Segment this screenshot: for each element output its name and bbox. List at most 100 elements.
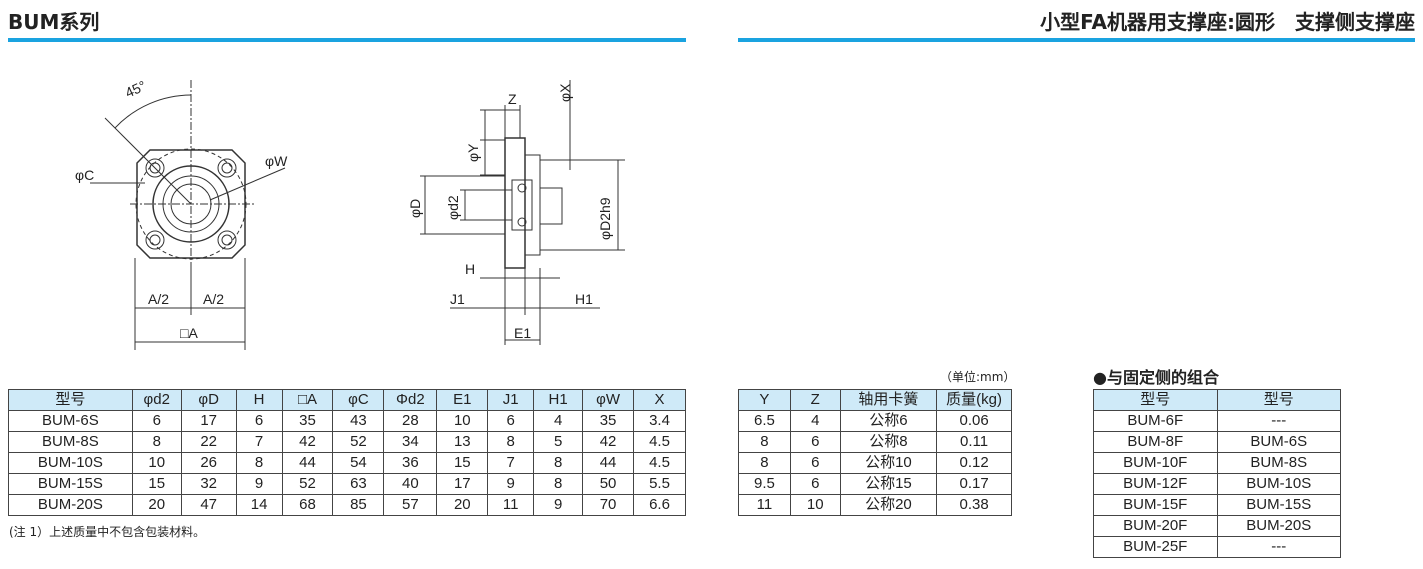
table-cell: BUM-20S xyxy=(1216,515,1341,537)
table-cell: 42 xyxy=(281,431,334,453)
phi-d-label: φD xyxy=(407,199,423,218)
table-cell: 9.5 xyxy=(738,473,791,495)
table-cell: 10 xyxy=(789,494,841,516)
column-header: □A xyxy=(281,389,334,411)
table-cell: 6 xyxy=(789,431,841,453)
column-header: Φd2 xyxy=(383,389,438,411)
table-cell: 70 xyxy=(582,494,634,516)
table-cell: 0.12 xyxy=(936,452,1012,474)
table-cell: 13 xyxy=(436,431,489,453)
table-cell: 4 xyxy=(789,410,841,432)
table-cell: 26 xyxy=(180,452,237,474)
table-cell: 14 xyxy=(235,494,283,516)
table-cell: 5.5 xyxy=(633,473,686,495)
table-cell: 6 xyxy=(131,410,182,432)
front-view xyxy=(90,80,286,350)
half-a-label-1: A/2 xyxy=(148,291,169,307)
section-title: 小型FA机器用支撑座:圆形 支撑侧支撑座 xyxy=(1040,10,1415,34)
table-cell: BUM-15S xyxy=(8,473,133,495)
table-cell: 8 xyxy=(738,431,791,453)
column-header: φW xyxy=(582,389,634,411)
table-cell: BUM-6S xyxy=(8,410,133,432)
table-cell: 22 xyxy=(180,431,237,453)
table-cell: 6 xyxy=(789,452,841,474)
table-cell: BUM-20F xyxy=(1093,515,1218,537)
table-cell: 6.6 xyxy=(633,494,686,516)
table-cell: 8 xyxy=(235,452,283,474)
footnote: (注 1）上述质量中不包含包装材料。 xyxy=(9,525,206,539)
column-header: 型号 xyxy=(8,389,133,411)
table-cell: 8 xyxy=(533,473,584,495)
table-cell: 15 xyxy=(131,473,182,495)
table-cell: 9 xyxy=(533,494,584,516)
side-view xyxy=(420,80,625,345)
table-cell: 43 xyxy=(332,410,385,432)
table-cell: BUM-6S xyxy=(1216,431,1341,453)
table-row: BUM-6F--- xyxy=(1093,410,1341,432)
page-title: BUM系列 xyxy=(8,10,100,34)
table-cell: 44 xyxy=(582,452,634,474)
phi-w-label: φW xyxy=(265,153,288,169)
table-cell: 50 xyxy=(582,473,634,495)
table-header: 型号型号 xyxy=(1093,389,1341,411)
table-cell: 公称6 xyxy=(839,410,938,432)
h1-label: H1 xyxy=(575,291,593,307)
table-cell: BUM-15S xyxy=(1216,494,1341,516)
phi-x-label: φX xyxy=(557,83,573,102)
table-cell: 0.11 xyxy=(936,431,1012,453)
table-cell: 6.5 xyxy=(738,410,791,432)
z-label: Z xyxy=(508,91,517,107)
half-a-label-2: A/2 xyxy=(203,291,224,307)
table-cell: 32 xyxy=(180,473,237,495)
table-cell: 85 xyxy=(332,494,385,516)
table-cell: 0.06 xyxy=(936,410,1012,432)
table-cell: 68 xyxy=(281,494,334,516)
table-cell: BUM-8F xyxy=(1093,431,1218,453)
table-cell: BUM-10F xyxy=(1093,452,1218,474)
table-cell: 17 xyxy=(180,410,237,432)
e1-label: E1 xyxy=(514,325,531,341)
table-cell: 9 xyxy=(235,473,283,495)
table-cell: 公称20 xyxy=(839,494,938,516)
table-cell: 52 xyxy=(332,431,385,453)
table-cell: 42 xyxy=(582,431,634,453)
column-header: 轴用卡簧 xyxy=(839,389,938,411)
table-cell: 11 xyxy=(487,494,535,516)
table-cell: 11 xyxy=(738,494,791,516)
table-cell: 35 xyxy=(582,410,634,432)
table-cell: 8 xyxy=(533,452,584,474)
table-cell: 40 xyxy=(383,473,438,495)
table-cell: 4 xyxy=(533,410,584,432)
table-cell: BUM-12F xyxy=(1093,473,1218,495)
column-header: Z xyxy=(789,389,841,411)
technical-drawing: 45° φC φW A/2 A/2 □A Z φX φY φD φd2 φD2h… xyxy=(75,77,625,350)
table-cell: 47 xyxy=(180,494,237,516)
table-cell: 36 xyxy=(383,452,438,474)
column-header: H xyxy=(235,389,283,411)
table-cell: 63 xyxy=(332,473,385,495)
table-cell: 35 xyxy=(281,410,334,432)
table-cell: 公称10 xyxy=(839,452,938,474)
combo-title: ●与固定侧的组合 xyxy=(1093,368,1219,387)
table-cell: 17 xyxy=(436,473,489,495)
table-cell: 28 xyxy=(383,410,438,432)
table-cell: BUM-6F xyxy=(1093,410,1218,432)
title-divider-right xyxy=(738,38,1415,42)
table-cell: 20 xyxy=(436,494,489,516)
table-cell: 54 xyxy=(332,452,385,474)
column-header: 型号 xyxy=(1216,389,1341,411)
